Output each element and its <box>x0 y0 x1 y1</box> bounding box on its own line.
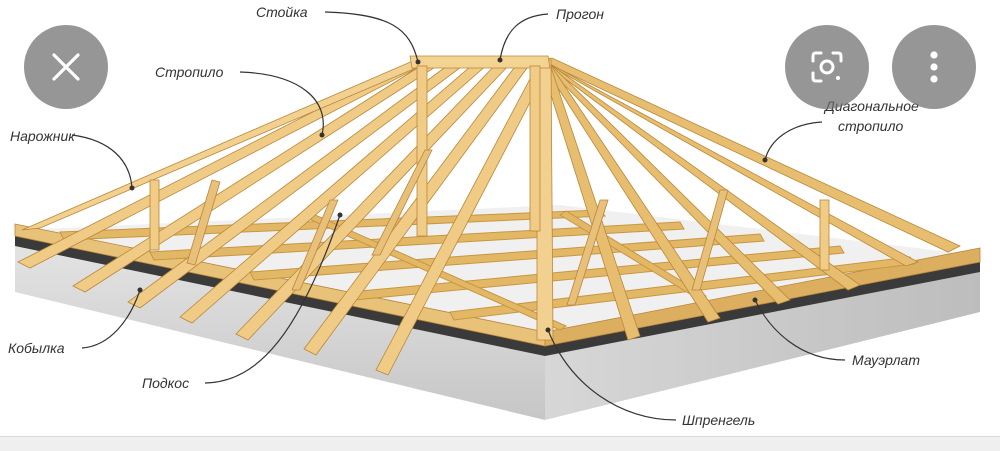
bottom-edge <box>0 436 1000 451</box>
lens-button[interactable] <box>785 25 869 109</box>
more-options-button[interactable] <box>892 25 976 109</box>
posts <box>149 65 830 271</box>
close-button[interactable] <box>24 25 108 109</box>
label-stropilo: Стропило <box>155 64 224 80</box>
label-diagonal-rafter-line2: стропило <box>838 118 904 134</box>
waterproof-strip-right <box>545 262 980 356</box>
label-shprengel: Шпренгель <box>682 412 756 428</box>
leader-dots <box>129 57 768 333</box>
label-kobylka: Кобылка <box>8 340 65 356</box>
ridge-beam <box>409 55 551 69</box>
label-stoyka: Стойка <box>256 4 308 20</box>
leader-lines <box>71 11 846 421</box>
foundation-left <box>15 240 545 420</box>
label-mauerlat: Мауэрлат <box>852 352 921 368</box>
more-vertical-icon <box>930 51 938 83</box>
label-progon: Прогон <box>556 6 604 22</box>
label-podkos: Подкос <box>142 375 190 391</box>
close-icon <box>52 53 80 81</box>
label-narozhnik: Нарожник <box>10 128 75 144</box>
struts <box>186 149 729 306</box>
lens-icon <box>811 51 843 83</box>
rafters-left-slope <box>17 59 551 376</box>
foundation-right <box>545 268 980 420</box>
